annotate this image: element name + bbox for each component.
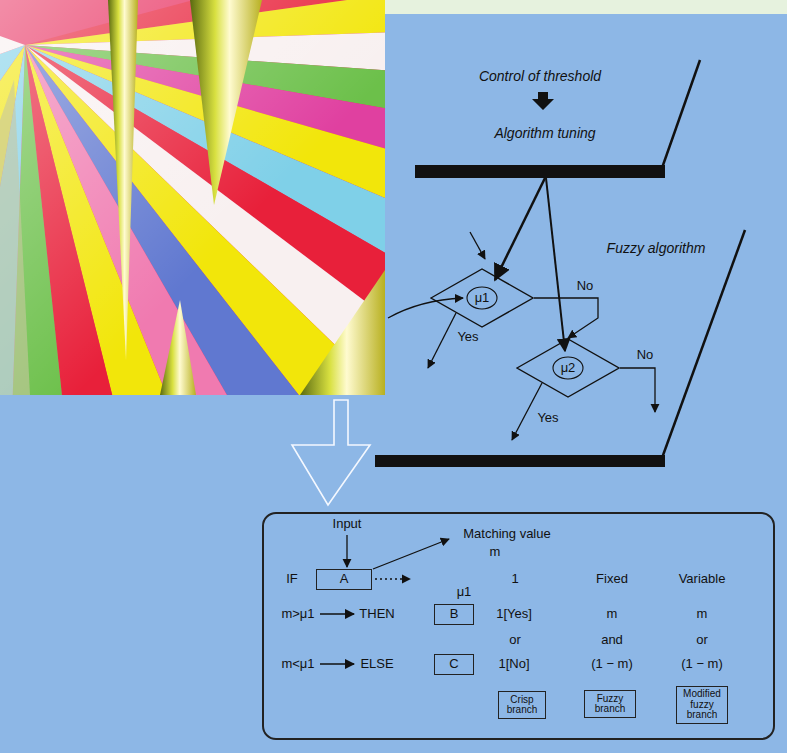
branch-box: Crisp branch — [498, 691, 546, 719]
table-cell: (1 − m) — [681, 657, 723, 672]
psychedelic-art — [0, 0, 385, 395]
node-text: C — [449, 657, 458, 672]
top-strip — [385, 0, 787, 14]
variable-box: C — [434, 654, 474, 675]
table-cell: IF — [286, 572, 298, 587]
then-arrow — [320, 613, 354, 615]
caption-label: Algorithm tuning — [494, 125, 595, 141]
table-panel: A B C Crisp branch Fuzzy branch Modified fuzz… — [262, 512, 775, 740]
branch-box: Fuzzy branch — [584, 690, 636, 718]
node-text: A — [340, 572, 349, 587]
node-text: Modified fuzzy branch — [680, 689, 724, 721]
caption-label: Control of threshold — [479, 68, 601, 84]
threshold-ring — [467, 287, 497, 309]
matching-leader — [373, 539, 449, 569]
branch-label: Yes — [537, 411, 558, 426]
table-cell: m — [697, 607, 708, 622]
art-spike — [160, 300, 196, 395]
plane-bar — [415, 165, 665, 178]
node-text: μ1 — [475, 291, 490, 306]
node-text: Crisp branch — [502, 695, 542, 716]
table-cell: Matching value — [463, 527, 550, 542]
else-arrow — [320, 663, 354, 665]
hollow-arrow — [292, 400, 370, 505]
branch-label: No — [637, 348, 654, 363]
table-cell: or — [509, 633, 521, 648]
yes-arrow — [428, 313, 456, 368]
input-arrow — [470, 232, 485, 259]
table-cell: ELSE — [360, 657, 393, 672]
table-cell: Variable — [679, 572, 726, 587]
decision-diamond: μ1 — [430, 268, 534, 328]
table-cell: m — [490, 545, 501, 560]
diamond-outline — [517, 339, 619, 397]
art-ground — [0, 0, 385, 395]
variable-box: A — [316, 569, 372, 590]
table-cell: (1 − m) — [591, 657, 633, 672]
art-spike — [300, 270, 385, 395]
no-arrow — [620, 368, 655, 412]
table-cell: Input — [333, 517, 362, 532]
table-cell: and — [601, 633, 623, 648]
art-spike — [0, 80, 30, 395]
table-cell: μ1 — [457, 585, 472, 600]
flow-arrow — [534, 298, 598, 338]
input-arrow — [388, 298, 463, 318]
art-spike — [108, 0, 138, 360]
table-cell: THEN — [359, 607, 394, 622]
table-cell: or — [696, 633, 708, 648]
dotted-arrow — [375, 578, 410, 579]
diamond-outline — [431, 269, 533, 327]
table-cell: 1[No] — [498, 657, 529, 672]
plane-edge — [662, 60, 700, 168]
table-cell: 1 — [511, 572, 518, 587]
input-leader — [346, 535, 347, 567]
table-cell: 1[Yes] — [496, 607, 532, 622]
threshold-ring — [553, 357, 583, 379]
variable-box: B — [434, 604, 474, 625]
tuning-arrow — [495, 178, 545, 280]
plane-bar — [375, 455, 665, 467]
branch-label: Yes — [457, 330, 478, 345]
caption-label: Fuzzy algorithm — [607, 240, 706, 256]
node-text: B — [450, 607, 459, 622]
table-cell: m — [607, 607, 618, 622]
art-sheen — [0, 0, 385, 395]
art-spike — [190, 0, 262, 205]
table-cell: Fixed — [596, 572, 628, 587]
branch-box: Modified fuzzy branch — [676, 686, 728, 724]
table-cell: m>μ1 — [281, 607, 314, 622]
bold-arrow — [532, 92, 554, 110]
node-text: Fuzzy branch — [588, 694, 632, 715]
decision-diamond: μ2 — [516, 338, 620, 398]
table-cell: m<μ1 — [281, 657, 314, 672]
edge-label: No — [577, 279, 594, 294]
plane-edge — [662, 230, 745, 458]
node-text: μ2 — [561, 361, 576, 376]
tuning-arrow — [546, 178, 565, 351]
